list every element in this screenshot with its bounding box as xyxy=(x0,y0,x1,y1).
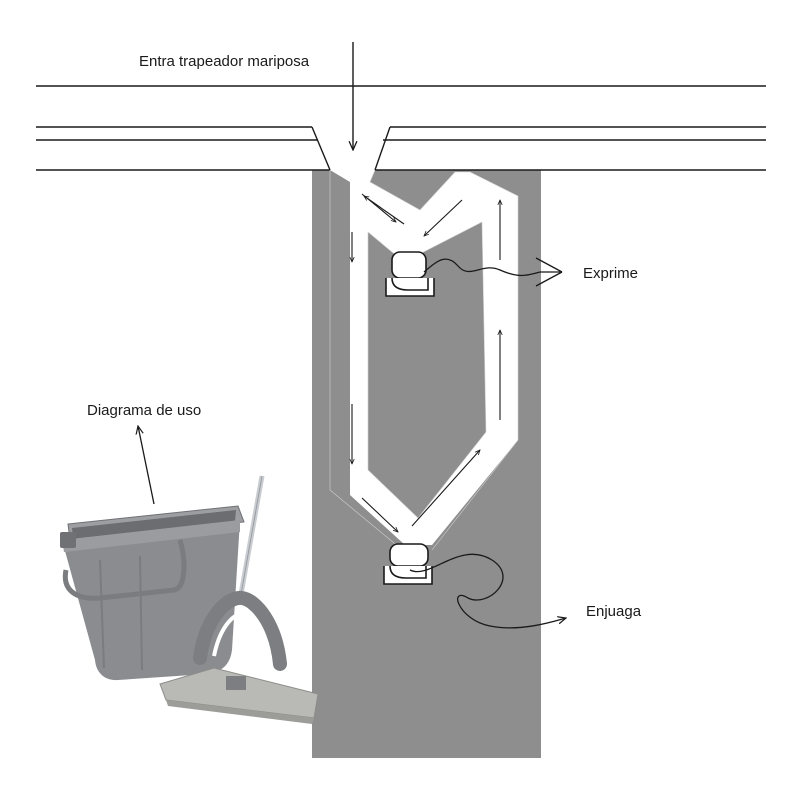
flow-arrow-icon xyxy=(411,450,480,527)
squeeze-label: Exprime xyxy=(583,265,638,282)
usage-label: Diagrama de uso xyxy=(87,402,201,419)
flow-arrow-icon xyxy=(424,199,463,236)
mop-bucket-illustration xyxy=(60,505,245,681)
rinse-label: Enjuaga xyxy=(586,603,642,620)
entry-label: Entra trapeador mariposa xyxy=(139,53,310,70)
usage-pointer xyxy=(138,426,155,505)
squeeze-pointer xyxy=(423,257,563,287)
rinse-pointer xyxy=(409,553,566,629)
squeeze-clamp xyxy=(385,251,435,297)
rinse-clamp xyxy=(383,543,433,585)
flow-arrows xyxy=(352,193,500,532)
flow-arrow-icon xyxy=(361,497,398,532)
butterfly-mop-illustration xyxy=(159,475,319,724)
floor-lines xyxy=(36,85,766,171)
flow-arrow-icon xyxy=(364,196,405,225)
